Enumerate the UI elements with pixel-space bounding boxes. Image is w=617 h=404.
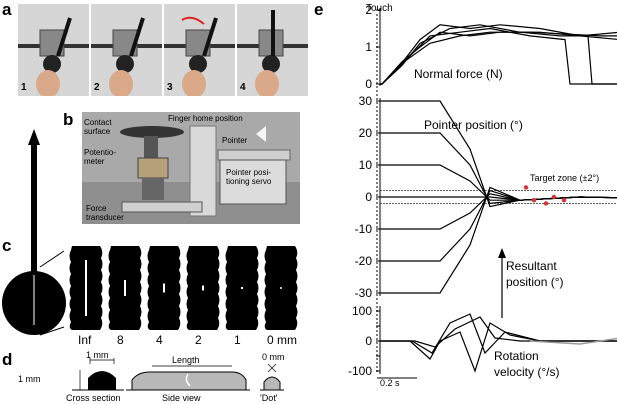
ridge-diagrams xyxy=(72,358,284,391)
panel-b-letter: b xyxy=(63,110,74,129)
photo-frame-2: 2 xyxy=(91,4,162,96)
surface-size-label: Inf xyxy=(78,333,92,347)
photo-frame-3: 3 xyxy=(164,4,235,96)
force-trace xyxy=(380,31,617,85)
width-label: 1 mm xyxy=(86,350,109,360)
photo-frame-4: 4 xyxy=(237,4,308,96)
height-label: 1 mm xyxy=(18,374,41,384)
length-label: Length xyxy=(172,355,200,365)
velocity-trace xyxy=(380,313,617,355)
velocity-tick-label: 0 xyxy=(365,334,372,348)
target-marker xyxy=(561,198,567,203)
label-finger-home: Finger home position xyxy=(168,114,243,123)
target-marker xyxy=(551,194,557,200)
photo-number: 4 xyxy=(240,82,246,93)
apparatus-illustration xyxy=(82,112,300,224)
label-transducer: transducer xyxy=(86,213,124,222)
surface-size-label: 4 xyxy=(156,333,163,347)
surface-0 xyxy=(69,246,103,330)
photo-number: 3 xyxy=(167,82,173,93)
surface-size-label: 0 mm xyxy=(267,333,297,347)
surface-1 xyxy=(108,246,142,330)
target-marker xyxy=(523,185,529,190)
label-servo-2: tioning servo xyxy=(226,177,272,186)
photo-frame-1: 1 xyxy=(18,4,89,96)
panel-c-letter: c xyxy=(2,236,12,255)
panel-a-letter: a xyxy=(2,0,12,19)
velocity-trace-grey xyxy=(529,337,617,345)
label-servo-1: Pointer posi- xyxy=(226,168,271,177)
force-trace xyxy=(380,24,617,85)
rotation-label-2: velocity (°/s) xyxy=(494,365,560,379)
label-meter: meter xyxy=(84,157,105,166)
position-tick-label: 10 xyxy=(359,158,373,172)
force-tick-label: 0 xyxy=(365,77,372,91)
panel-b-photo: Contact surface Finger home position Pot… xyxy=(82,112,300,224)
panel-d-letter: d xyxy=(2,350,13,369)
position-tick-label: 0 xyxy=(365,190,372,204)
resultant-arrowhead xyxy=(498,248,506,258)
velocity-tick-label: 100 xyxy=(352,304,372,318)
panel-e-letter: e xyxy=(314,0,324,19)
surface-size-label: 2 xyxy=(195,333,202,347)
surface-4 xyxy=(225,246,259,330)
position-tick-label: -20 xyxy=(355,254,373,268)
position-trace xyxy=(380,186,617,294)
photo-number: 1 xyxy=(21,82,27,93)
surface-3 xyxy=(186,246,220,330)
position-tick-label: -30 xyxy=(355,286,373,300)
scale-bar-label: 0.2 s xyxy=(380,378,400,388)
dot-label: 'Dot' xyxy=(260,393,278,403)
label-surface: surface xyxy=(84,127,111,136)
force-tick-label: 2 xyxy=(365,3,372,17)
target-marker xyxy=(543,201,549,206)
position-trace xyxy=(380,193,617,230)
position-tick-label: 20 xyxy=(359,126,373,140)
rotation-label-1: Rotation xyxy=(494,349,539,363)
force-trace xyxy=(380,31,617,85)
normal-force-label: Normal force (N) xyxy=(414,67,503,81)
pointer-illustration xyxy=(2,129,66,336)
resultant-label-1: Resultant xyxy=(506,259,557,273)
velocity-tick-label: -100 xyxy=(348,364,372,378)
position-tick-label: 30 xyxy=(359,94,373,108)
velocity-trace xyxy=(380,322,617,373)
position-tick-label: -10 xyxy=(355,222,373,236)
target-marker xyxy=(531,198,537,203)
dot-size-label: 0 mm xyxy=(262,352,285,362)
label-contact: Contact xyxy=(84,118,112,127)
resultant-label-2: position (°) xyxy=(506,275,564,289)
cross-section-label: Cross section xyxy=(66,393,121,403)
surface-size-label: 1 xyxy=(234,333,241,347)
target-zone-label: Target zone (±2°) xyxy=(530,173,600,183)
photo-number: 2 xyxy=(94,82,100,93)
velocity-trace xyxy=(380,316,617,348)
pointer-position-label: Pointer position (°) xyxy=(424,118,523,132)
surface-5 xyxy=(264,246,298,330)
touch-label: Touch xyxy=(366,3,393,14)
label-pointer: Pointer xyxy=(222,136,248,145)
position-trace xyxy=(380,189,617,262)
surface-size-label: 8 xyxy=(117,333,124,347)
force-tick-label: 1 xyxy=(365,40,372,54)
side-view-label: Side view xyxy=(162,393,201,403)
label-force: Force xyxy=(86,204,107,213)
surface-2 xyxy=(147,246,181,330)
label-potentio: Potentio- xyxy=(84,148,117,157)
